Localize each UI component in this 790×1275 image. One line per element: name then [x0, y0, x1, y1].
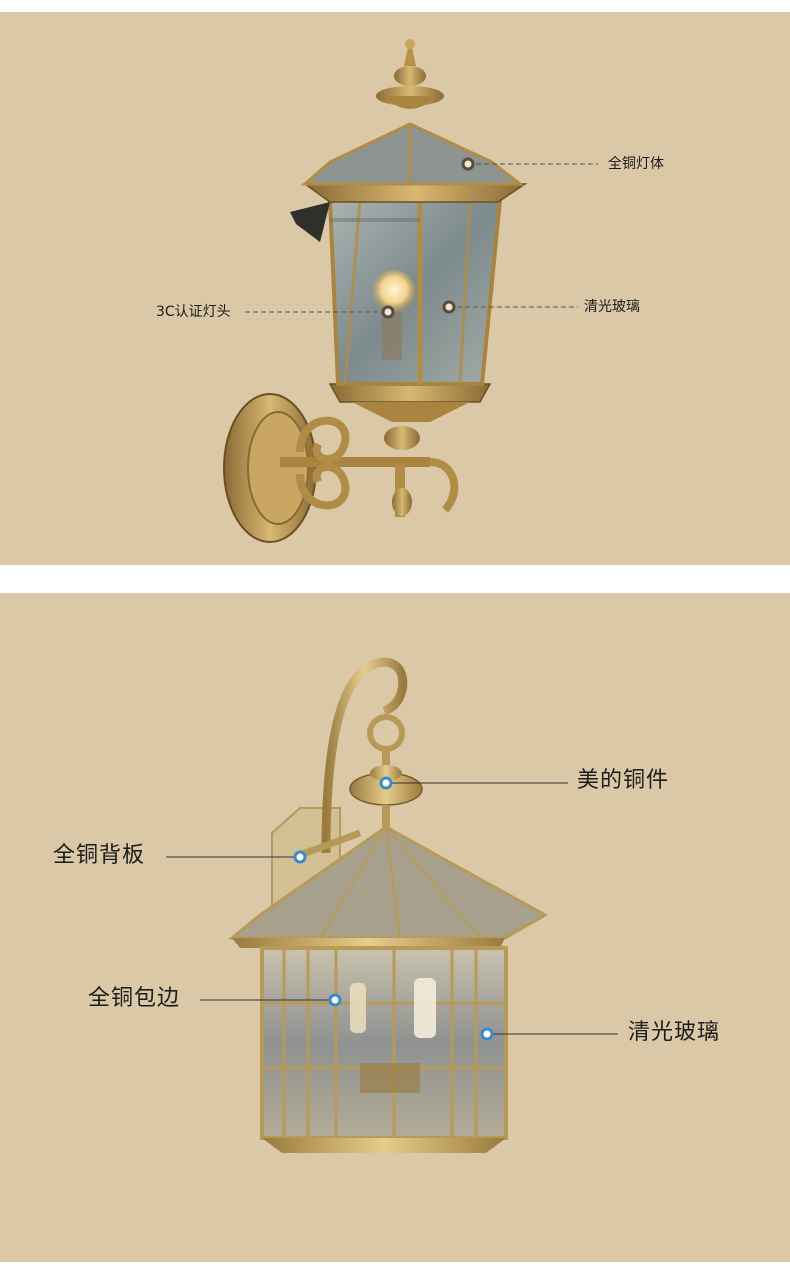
product-panel-lantern-1: 全铜灯体 3C认证灯头 清光玻璃 [0, 12, 790, 565]
label-body: 全铜灯体 [608, 156, 664, 172]
marker-socket [381, 305, 395, 319]
product-panel-lantern-2: 美的铜件 全铜背板 全铜包边 清光玻璃 [0, 593, 790, 1262]
lantern-2-illustration [166, 657, 618, 1153]
label-fitting: 美的铜件 [577, 768, 670, 793]
label-glass-2: 清光玻璃 [628, 1020, 721, 1045]
lantern-1-illustration [223, 38, 598, 543]
label-backplate: 全铜背板 [53, 843, 146, 868]
marker-backplate [293, 850, 307, 864]
label-glass: 清光玻璃 [584, 299, 640, 315]
marker-glass-2 [480, 1027, 494, 1041]
marker-glass [442, 300, 456, 314]
label-socket: 3C认证灯头 [156, 304, 231, 320]
label-edging: 全铜包边 [88, 986, 181, 1011]
marker-fitting [379, 776, 393, 790]
marker-edging [328, 993, 342, 1007]
marker-body [461, 157, 475, 171]
